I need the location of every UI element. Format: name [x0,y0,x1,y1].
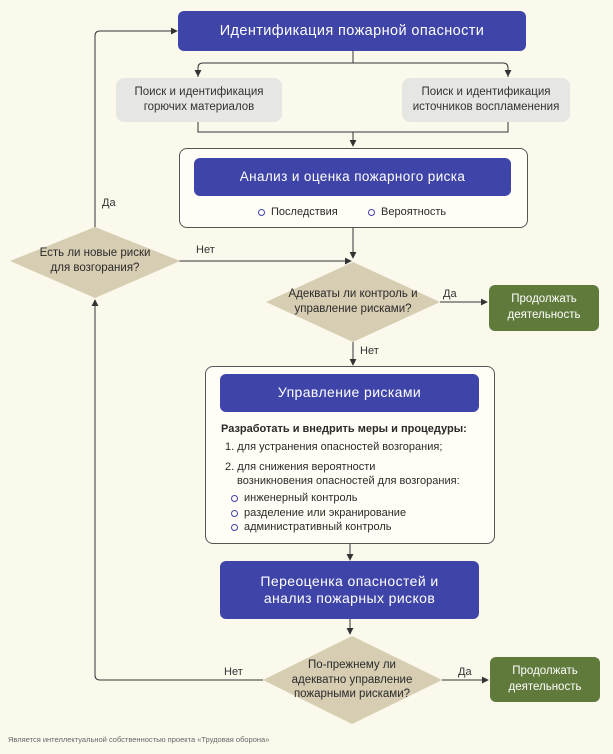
subitem-separation: разделение или экранирование [231,507,406,519]
adequate-diamond [266,262,440,342]
footer-copyright: Является интеллектуальной собственностью… [8,735,270,744]
bullet-icon [231,523,238,531]
no-label-new-risks: Нет [196,244,215,256]
factor-consequences: Последствия [258,206,338,218]
bullet-icon [231,509,238,517]
no-label-still-adequate: Нет [224,666,243,678]
subitem-label: административный контроль [244,521,392,533]
bullet-icon [258,208,265,216]
still-adequate-diamond [263,636,442,724]
continue-box-2: Продолжать деятельность [490,657,600,702]
bullet-icon [231,494,238,502]
measure-item-1: 1. для устранения опасностей возгорания; [225,441,443,453]
adequate-question: Адекваты ли контроль и управление рискам… [288,288,418,315]
factor-probability: Вероятность [368,206,446,218]
still-adequate-question: По-прежнему ли адекватно управление пожа… [291,658,413,701]
reassessment-box: Переоценка опасностей и анализ пожарных … [220,561,479,619]
measure-item-2-line1: 2. для снижения вероятности [225,461,376,473]
subitem-administrative: административный контроль [231,521,392,533]
new-risks-diamond [10,227,180,298]
combustible-search-box: Поиск и идентификация горючих материалов [116,78,282,122]
new-risks-question: Есть ли новые риски для возгорания? [39,247,151,274]
subitem-engineering: инженерный контроль [231,492,358,504]
risk-management-box: Управление рисками [220,374,479,412]
no-label-adequate: Нет [360,345,379,357]
ignition-search-box: Поиск и идентификация источников восплам… [402,78,570,122]
factor-label: Вероятность [381,206,447,218]
subitem-label: инженерный контроль [244,492,358,504]
subitem-label: разделение или экранирование [244,507,407,519]
risk-analysis-box: Анализ и оценка пожарного риска [194,158,511,196]
yes-label-still-adequate: Да [458,666,472,678]
measures-subtitle: Разработать и внедрить меры и процедуры: [221,423,467,435]
bullet-icon [368,208,375,216]
measure-item-2-line2: возникновения опасностей для возгорания: [237,475,460,487]
factor-label: Последствия [271,206,338,218]
fire-hazard-identification-box: Идентификация пожарной опасности [178,11,526,51]
yes-label-new-risks: Да [102,197,116,209]
continue-box-1: Продолжать деятельность [489,285,599,331]
yes-label-adequate: Да [443,288,457,300]
